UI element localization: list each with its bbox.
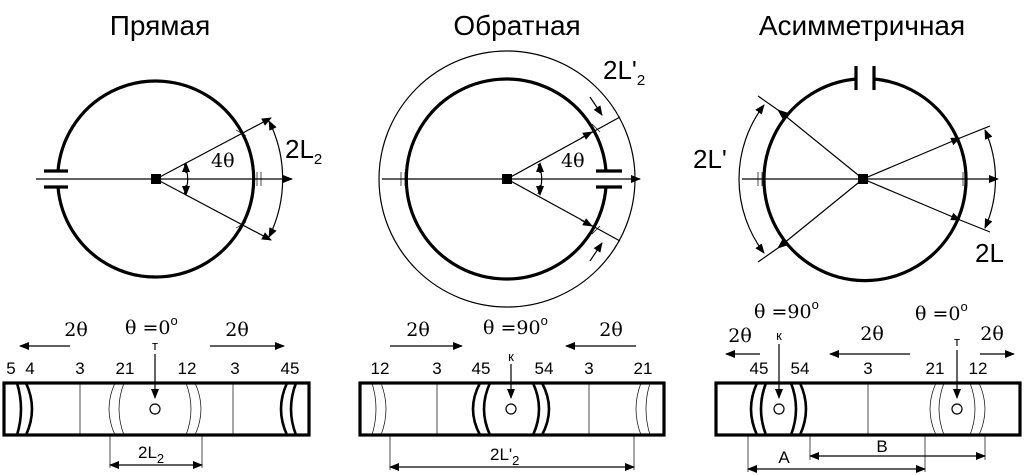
- asym-camera-circle: 2L' 2L: [693, 66, 1004, 283]
- direct-span-arc: [268, 120, 284, 238]
- direct-line-label-3b: 3: [230, 359, 239, 378]
- direct-line-label-3a: 3: [75, 359, 84, 378]
- reverse-ray-down: [506, 178, 621, 242]
- direct-film-2theta-left: 2θ: [64, 319, 88, 341]
- direct-angle-label: 4θ: [211, 150, 235, 172]
- direct-line-label-12: 12: [178, 359, 197, 378]
- asym-film-2theta-left: 2θ: [728, 325, 752, 347]
- asym-film-port-left: к: [776, 328, 782, 343]
- direct-film-port-letter: т: [152, 338, 158, 353]
- asym-ray-back-down: [777, 178, 864, 249]
- direct-film-2theta-right: 2θ: [225, 319, 249, 341]
- direct-film-theta: θ =0o: [125, 313, 178, 339]
- direct-line-label-5: 5: [6, 359, 15, 378]
- asym-ray-forward-up-ext: [959, 125, 991, 139]
- asym-film-2theta-right: 2θ: [980, 323, 1004, 345]
- reverse-film-2theta-left: 2θ: [406, 319, 430, 341]
- reverse-line-label-12: 12: [371, 359, 390, 378]
- asym-ray-forward-down-ext: [959, 219, 991, 233]
- reverse-film-port-letter: к: [508, 349, 514, 364]
- asym-left-span-label: 2L': [693, 144, 727, 174]
- reverse-line-label-21: 21: [634, 359, 653, 378]
- direct-film-frame: [2, 381, 311, 437]
- asym-film-port-right: т: [954, 334, 960, 349]
- direct-line-label-45: 45: [281, 359, 300, 378]
- direct-ray-down: [155, 178, 272, 241]
- direct-film-hole: [149, 403, 161, 415]
- reverse-ray-up: [506, 116, 621, 180]
- asym-line-label-12: 12: [969, 359, 988, 378]
- asym-right-span-label: 2L: [975, 238, 1004, 268]
- direct-film-strip: 2θ 2θ θ =0o т 5 4 3 21 12 3 45 2L2: [2, 313, 311, 469]
- asym-film-theta-right: θ =0o: [915, 299, 968, 325]
- reverse-span-arrow-bottom: [589, 242, 603, 262]
- reverse-angle-label: 4θ: [561, 150, 585, 172]
- reverse-film-bottom-label: 2L'2: [490, 445, 519, 468]
- reverse-span-arrow-top: [589, 96, 603, 116]
- reverse-line-label-54: 54: [535, 359, 554, 378]
- title-direct: Прямая: [110, 10, 211, 41]
- asym-film-label-a: A: [778, 448, 790, 467]
- asym-film-label-b: B: [876, 437, 887, 456]
- reverse-camera-circle: 4θ 2L'2: [378, 50, 645, 308]
- reverse-film-frame: [358, 381, 666, 437]
- reverse-line-label-45: 45: [472, 359, 491, 378]
- direct-film-bottom-label: 2L2: [138, 443, 164, 466]
- asym-film-2theta-mid: 2θ: [860, 323, 884, 345]
- asym-film-circle: [762, 77, 968, 283]
- reverse-film-theta: θ =90o: [483, 313, 548, 339]
- asym-line-label-21: 21: [926, 359, 945, 378]
- asym-ray-back-up: [777, 109, 864, 180]
- asym-film-hole-right: [951, 403, 963, 415]
- asym-span-arc-right: [984, 129, 997, 229]
- asym-ray-forward-down: [862, 178, 961, 221]
- asym-line-label-45: 45: [750, 359, 769, 378]
- asym-ray-back-down-ext: [757, 247, 779, 263]
- direct-line-label-4: 4: [25, 359, 34, 378]
- asym-film-hole-left: [773, 403, 785, 415]
- direct-line-label-21: 21: [116, 359, 135, 378]
- reverse-line-label-3a: 3: [432, 359, 441, 378]
- asym-ray-back-up-ext: [757, 95, 779, 111]
- title-asymmetric: Асимметричная: [759, 10, 965, 41]
- title-reverse: Обратная: [453, 10, 580, 41]
- asym-line-label-54: 54: [791, 359, 810, 378]
- reverse-line-label-3b: 3: [584, 359, 593, 378]
- reverse-film-strip: 2θ 2θ θ =90o к 12 3 45 54 3 21 2L'2: [358, 313, 666, 471]
- reverse-film-ticks: [400, 123, 601, 235]
- direct-span-label: 2L2: [285, 134, 322, 168]
- direct-film-ticks: [235, 129, 262, 229]
- reverse-ray-down-arrow: [580, 218, 593, 227]
- asym-ray-forward-up: [862, 137, 961, 180]
- reverse-film-hole: [505, 403, 517, 415]
- reverse-span-label: 2L'2: [603, 55, 645, 89]
- asym-film-strip: 2θ 2θ 2θ θ =90o θ =0o к т 45 54 3 21 12 …: [714, 297, 1022, 473]
- asym-film-ticks: [757, 172, 968, 186]
- asym-span-arc-left: [738, 104, 765, 254]
- asym-line-label-3: 3: [863, 359, 872, 378]
- asym-film-theta-left: θ =90o: [754, 297, 819, 323]
- direct-ray-up: [155, 117, 272, 180]
- reverse-film-2theta-right: 2θ: [599, 319, 623, 341]
- reverse-ray-up-arrow: [580, 131, 593, 140]
- direct-camera-circle: 4θ 2L2: [36, 79, 322, 279]
